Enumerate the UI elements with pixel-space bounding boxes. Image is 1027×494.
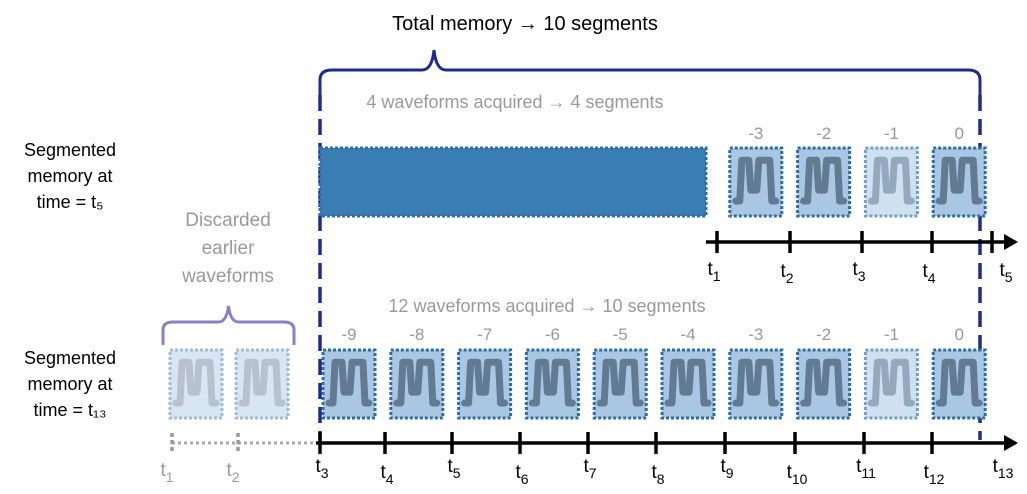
- bottom-segment-2-waveform: [461, 358, 509, 407]
- discarded-label-line-2: earlier: [202, 238, 255, 259]
- top-row-label: Segmented memory at time = t₅: [24, 140, 116, 212]
- bottom-segment-5-waveform: [664, 358, 712, 407]
- top-segment-0: [728, 146, 784, 218]
- bottom-tick-label-0: t3: [315, 456, 328, 481]
- bottom-tick-label-7: t10: [787, 462, 808, 487]
- discarded-segment-0-body-frame: [168, 348, 224, 420]
- bottom-segment-0-waveform: [325, 358, 373, 407]
- bottom-row-label-line-1: Segmented: [24, 348, 116, 368]
- bottom-segment-3-waveform: [528, 358, 576, 407]
- discarded-label: Discarded earlier waveforms: [181, 210, 274, 287]
- bottom-row-label: Segmented memory at time = t₁₃: [24, 348, 116, 420]
- discarded-segment-0-body: [168, 348, 224, 420]
- bottom-segment-index-0: -9: [341, 325, 356, 344]
- discarded-segment-1-body-frame: [234, 348, 290, 420]
- top-segment-1: [796, 146, 852, 218]
- bottom-segment-5: [660, 348, 716, 420]
- top-axis-arrow: [1004, 234, 1018, 250]
- discarded-segment-0: [168, 348, 224, 420]
- bottom-row-label-line-3: time = t₁₃: [34, 400, 107, 420]
- bottom-segment-0: [321, 348, 377, 420]
- top-segment-index-3: 0: [954, 124, 963, 143]
- top-segment-index-1: -2: [816, 124, 831, 143]
- bottom-row-label-line-2: memory at: [27, 374, 112, 394]
- discarded-brace-path: [161, 305, 296, 345]
- bottom-row-memory: -9 -8 -7 -6 -5 -4 -3 -2 -1 0: [168, 325, 987, 420]
- bottom-segment-index-2: -7: [477, 325, 492, 344]
- bottom-segment-4-waveform: [596, 358, 644, 407]
- bottom-segment-1-waveform: [393, 358, 441, 407]
- discarded-brace: [161, 305, 296, 345]
- discarded-label-line-3: waveforms: [181, 266, 274, 287]
- discarded-tick-label-1: t2: [226, 460, 239, 485]
- discarded-segment-1-body: [234, 348, 290, 420]
- top-row-label-line-3: time = t₅: [37, 192, 104, 212]
- bottom-segment-index-5: -4: [680, 325, 695, 344]
- top-tick-label-1: t2: [780, 261, 793, 286]
- discarded-segment-1: [234, 348, 290, 420]
- top-segment-2-waveform: [867, 156, 915, 205]
- bottom-tick-label-4: t7: [583, 456, 596, 481]
- top-row-label-line-2: memory at: [27, 166, 112, 186]
- bottom-tick-label-2: t5: [447, 456, 460, 481]
- bottom-segment-4: [592, 348, 648, 420]
- top-tick-label-2: t3: [852, 259, 865, 284]
- diagram-title: Total memory → 10 segments: [392, 13, 658, 35]
- top-segment-index-2: -1: [884, 124, 899, 143]
- top-timeline: t1 t2 t3 t4 t5: [706, 231, 1018, 286]
- top-tick-label-0: t1: [707, 259, 720, 284]
- bottom-timeline: t1 t2 t3 t4 t5 t6 t7 t8 t9 t10 t11 t12 t13: [160, 432, 1018, 487]
- bottom-segment-8-waveform: [867, 358, 915, 407]
- bottom-segment-index-1: -8: [409, 325, 424, 344]
- bottom-segment-index-6: -3: [748, 325, 763, 344]
- bottom-segment-8: [863, 348, 919, 420]
- top-segment-index-0: -3: [748, 124, 763, 143]
- top-segment-2: [863, 146, 919, 218]
- bottom-tick-label-3: t6: [515, 462, 528, 487]
- bottom-segment-index-3: -6: [545, 325, 560, 344]
- bottom-tick-label-8: t11: [856, 456, 876, 481]
- top-row-caption: 4 waveforms acquired → 4 segments: [366, 92, 663, 112]
- discarded-segment-0-body-waveform: [172, 358, 220, 407]
- bottom-segment-9: [931, 348, 987, 420]
- unused-memory-block: [318, 146, 708, 218]
- discarded-label-line-1: Discarded: [185, 210, 271, 231]
- bottom-segment-3: [524, 348, 580, 420]
- bottom-segment-7-waveform: [800, 358, 848, 407]
- top-row-memory: -3 -2 -1 0: [318, 124, 987, 218]
- top-tick-label-3: t4: [922, 261, 935, 286]
- bottom-segment-index-9: 0: [954, 325, 963, 344]
- bottom-segment-index-4: -5: [613, 325, 628, 344]
- bottom-tick-label-1: t4: [380, 462, 393, 487]
- bottom-segment-index-7: -2: [816, 325, 831, 344]
- bottom-axis-arrow: [1004, 435, 1018, 451]
- top-segment-0-waveform: [732, 156, 780, 205]
- bottom-tick-label-6: t9: [720, 456, 733, 481]
- bottom-row-caption: 12 waveforms acquired → 10 segments: [388, 296, 705, 316]
- top-tick-label-4: t5: [999, 260, 1012, 285]
- bottom-tick-label-9: t12: [924, 462, 945, 487]
- discarded-tick-label-0: t1: [160, 460, 173, 485]
- bottom-segment-2: [457, 348, 513, 420]
- top-segment-3-waveform: [935, 156, 983, 205]
- discarded-segment-1-body-waveform: [238, 358, 286, 407]
- bottom-segment-1: [389, 348, 445, 420]
- bottom-segment-index-8: -1: [884, 325, 899, 344]
- bottom-segment-9-waveform: [935, 358, 983, 407]
- bottom-segment-6-waveform: [732, 358, 780, 407]
- bottom-tick-label-5: t8: [651, 462, 664, 487]
- bottom-segment-7: [796, 348, 852, 420]
- top-segment-3: [931, 146, 987, 218]
- bottom-tick-label-10: t13: [993, 456, 1014, 481]
- top-segment-1-waveform: [800, 156, 848, 205]
- top-row-label-line-1: Segmented: [24, 140, 116, 160]
- bottom-segment-6: [728, 348, 784, 420]
- total-memory-brace: [318, 49, 982, 95]
